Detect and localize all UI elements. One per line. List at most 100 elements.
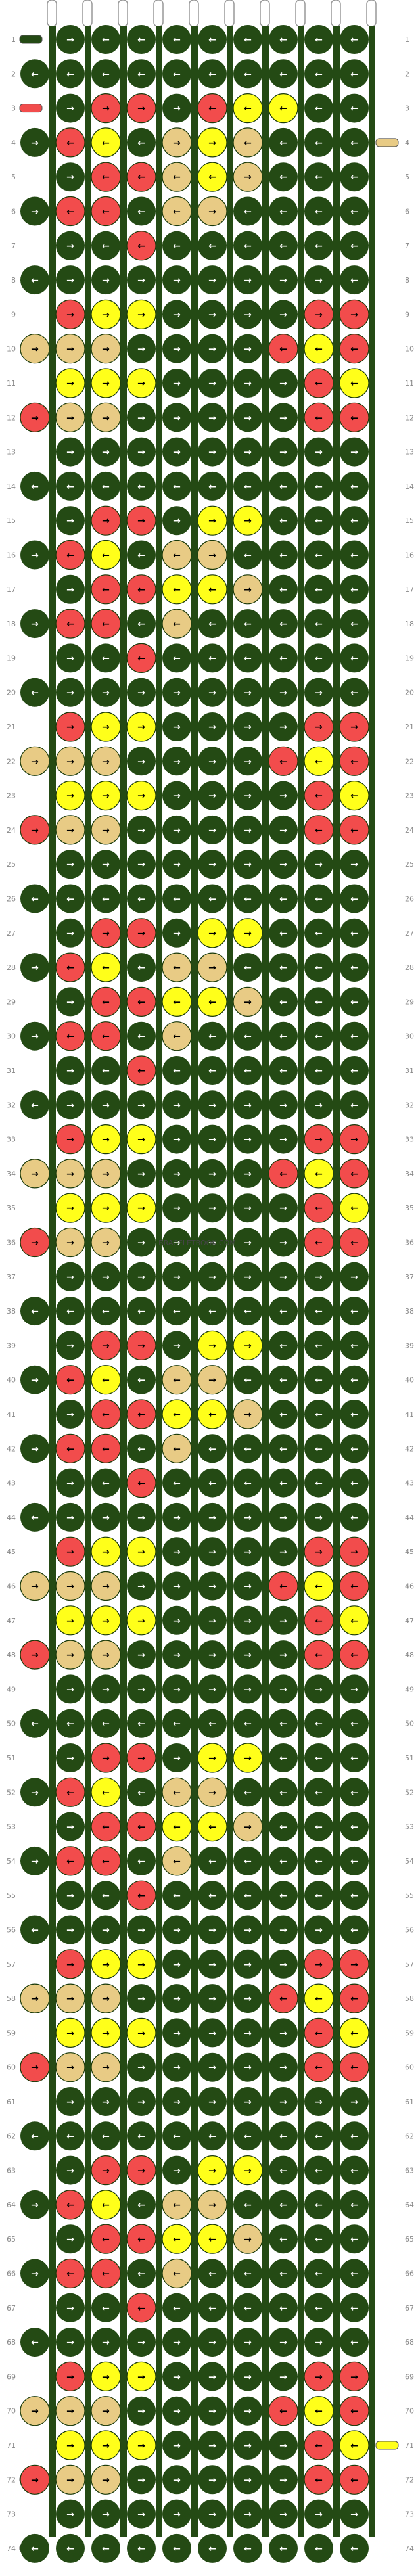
knot-arrow-icon: ← [315, 172, 323, 183]
knot-arrow-icon: → [137, 413, 145, 423]
row-number: 62 [7, 2132, 16, 2140]
knot-arrow-icon: ← [350, 207, 358, 218]
knot [340, 471, 369, 501]
knot-arrow-icon: ← [244, 2200, 252, 2211]
knot [269, 2018, 298, 2048]
knot [269, 1056, 298, 1085]
row-number: 35 [7, 1204, 16, 1212]
knot [304, 1090, 333, 1120]
knot [198, 1228, 227, 1257]
row-number: 24 [7, 826, 16, 835]
knot [162, 369, 191, 398]
knot [269, 1709, 298, 1738]
knot-arrow-icon: ← [173, 1822, 181, 1833]
knot-arrow-icon: → [102, 929, 110, 939]
row-number: 28 [7, 963, 16, 972]
knot-arrow-icon: → [173, 310, 181, 320]
knot-arrow-icon: ← [350, 653, 358, 664]
knot [55, 1983, 85, 2013]
knot [233, 850, 262, 879]
knot-arrow-icon: ← [279, 138, 287, 149]
knot [233, 1949, 262, 1979]
knot-arrow-icon: → [102, 2063, 110, 2073]
knot [20, 609, 49, 639]
knot-arrow-icon: ← [31, 275, 39, 286]
knot-arrow-icon: → [137, 310, 145, 320]
knot-arrow-icon: → [279, 448, 287, 458]
knot [339, 1949, 369, 1979]
knot-arrow-icon: ← [244, 2131, 252, 2142]
knot [126, 505, 156, 536]
knot-arrow-icon: ← [31, 1306, 39, 1317]
knot [55, 2396, 85, 2426]
knot-arrow-icon: ← [279, 1169, 287, 1180]
knot [198, 1674, 227, 1704]
knot [127, 884, 156, 913]
knot [197, 1365, 227, 1395]
knot [233, 127, 263, 158]
knot-arrow-icon: → [66, 1410, 74, 1420]
knot [126, 1055, 156, 1086]
knot-arrow-icon: ← [350, 1375, 358, 1386]
row-number: 49 [7, 1685, 16, 1693]
knot [91, 196, 121, 227]
knot-arrow-icon: ← [102, 241, 110, 252]
knot-arrow-icon: → [66, 2337, 74, 2348]
knot [20, 2328, 49, 2357]
knot-arrow-icon: → [279, 2372, 287, 2382]
knot-arrow-icon: ← [244, 482, 252, 492]
knot [304, 1709, 333, 1738]
knot-arrow-icon: ← [208, 35, 216, 45]
knot-arrow-icon: → [244, 2337, 252, 2348]
knot-arrow-icon: → [31, 1375, 39, 1386]
thread-lines [49, 26, 375, 2537]
knot [233, 93, 263, 124]
knot-arrow-icon: → [279, 2097, 287, 2107]
knot-arrow-icon: → [208, 756, 216, 767]
knot [198, 59, 227, 89]
knot [91, 540, 121, 570]
row-number: 9 [405, 310, 409, 319]
knot [162, 2190, 192, 2220]
knot [269, 2052, 298, 2082]
knot [269, 2293, 298, 2322]
knot-arrow-icon: → [315, 860, 323, 870]
knot [233, 1915, 262, 1944]
knot [56, 1709, 85, 1738]
knot-arrow-icon: ← [173, 585, 181, 595]
row-number: 42 [405, 1444, 414, 1453]
knot-arrow-icon: → [66, 1960, 74, 1970]
knot [162, 334, 191, 363]
knot-arrow-icon: ← [279, 2200, 287, 2211]
knot [127, 1571, 156, 1601]
knot-arrow-icon: → [66, 1994, 74, 2004]
knot [127, 1502, 156, 1532]
knot [339, 2017, 369, 2048]
knot-arrow-icon: → [208, 688, 216, 699]
knot [126, 1124, 156, 1155]
knot [304, 506, 333, 536]
knot [269, 369, 298, 398]
knot [233, 2396, 262, 2426]
knot-arrow-icon: ← [208, 1891, 216, 1901]
knot-arrow-icon: → [173, 1169, 181, 1180]
knot [233, 2293, 262, 2322]
knot-arrow-icon: → [279, 2063, 287, 2073]
knot [20, 196, 49, 226]
knot [269, 2533, 298, 2563]
knot [269, 437, 298, 467]
knot-arrow-icon: → [244, 2234, 252, 2245]
knot-arrow-icon: ← [137, 1306, 145, 1317]
knot-arrow-icon: → [279, 1203, 287, 1214]
knot-arrow-icon: ← [315, 207, 323, 218]
knot-arrow-icon: ← [279, 1856, 287, 1867]
knot [233, 2155, 263, 2186]
knot [20, 746, 50, 776]
knot [268, 1571, 298, 1601]
knot [340, 59, 369, 89]
knot [162, 1743, 191, 1772]
knot [304, 918, 333, 948]
knot-arrow-icon: ← [350, 1100, 358, 1111]
knot [56, 231, 85, 260]
knot [126, 1399, 156, 1429]
